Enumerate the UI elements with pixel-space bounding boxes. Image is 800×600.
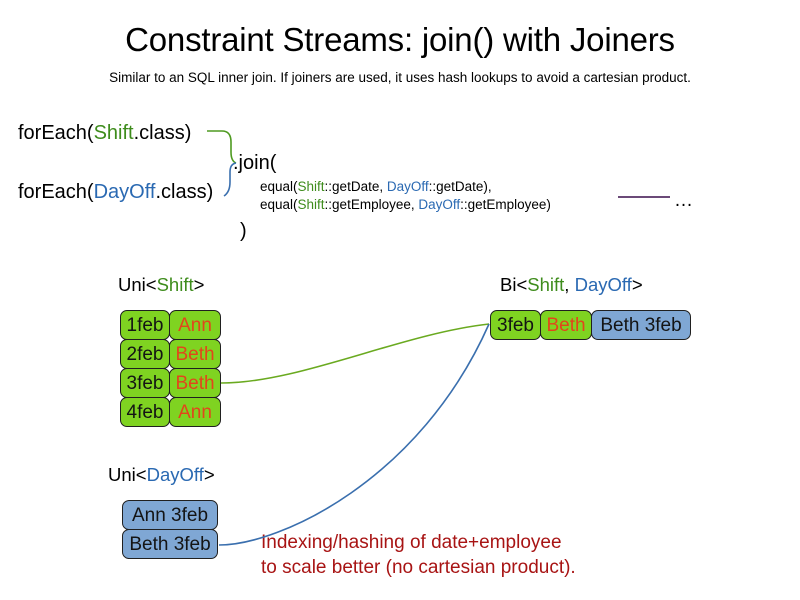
- equal-2-prefix: equal(: [260, 197, 298, 212]
- equal-2-left-type: Shift: [297, 197, 325, 212]
- uni-shift-row-3-date: 4feb: [120, 397, 170, 427]
- code-join-open: .join(: [233, 152, 277, 174]
- foreach-dayoff-suffix: .class): [155, 181, 214, 203]
- foreach-shift-prefix: forEach(: [18, 122, 94, 144]
- equal-2-left-method: ::getEmployee,: [324, 197, 419, 212]
- label-uni-dayoff: Uni<DayOff>: [108, 464, 215, 486]
- foreach-shift-type: Shift: [93, 122, 134, 144]
- bi-label-type-b: DayOff: [574, 274, 632, 295]
- bi-row-dayoff: Beth 3feb: [591, 310, 691, 340]
- foreach-dayoff-prefix: forEach(: [18, 181, 94, 203]
- code-join-close: ): [240, 220, 247, 242]
- code-ellipsis: …: [674, 190, 693, 211]
- annotation-text: Indexing/hashing of date+employee to scal…: [261, 530, 576, 580]
- uni-shift-row-1-employee: Beth: [169, 339, 221, 369]
- annotation-line-2: to scale better (no cartesian product).: [261, 557, 576, 578]
- page-title: Constraint Streams: join() with Joiners: [125, 21, 675, 58]
- equal-1-left-type: Shift: [297, 179, 325, 194]
- uni-dayoff-label-type: DayOff: [146, 464, 204, 485]
- equal-1-prefix: equal(: [260, 179, 298, 194]
- label-bi-shift-dayoff: Bi<Shift, DayOff>: [500, 274, 643, 296]
- uni-shift-row-2-date: 3feb: [120, 368, 170, 398]
- code-foreach-dayoff: forEach(DayOff.class): [18, 180, 213, 204]
- equal-1-left-method: ::getDate,: [324, 179, 387, 194]
- annotation-line-1: Indexing/hashing of date+employee: [261, 532, 562, 553]
- foreach-shift-suffix: .class): [133, 122, 192, 144]
- bi-label-sep: ,: [564, 274, 575, 295]
- uni-dayoff-row-0: Ann 3feb: [122, 500, 218, 530]
- uni-dayoff-label-prefix: Uni<: [108, 464, 147, 485]
- bi-label-suffix: >: [631, 274, 643, 295]
- connector-uni-dayoff-to-bi: [218, 323, 490, 546]
- bi-label-prefix: Bi<: [500, 274, 528, 295]
- equal-2-right-method: ::getEmployee): [460, 197, 551, 212]
- bi-label-type-a: Shift: [527, 274, 565, 295]
- code-equal-line-2: equal(Shift::getEmployee, DayOff::getEmp…: [260, 196, 551, 213]
- code-equal-line-1: equal(Shift::getDate, DayOff::getDate),: [260, 178, 492, 195]
- uni-shift-row-0-date: 1feb: [120, 310, 170, 340]
- bi-row-date: 3feb: [490, 310, 541, 340]
- uni-dayoff-label-suffix: >: [203, 464, 215, 485]
- connector-shift-to-join: [207, 130, 237, 164]
- page-subtitle: Similar to an SQL inner join. If joiners…: [109, 70, 691, 85]
- label-uni-shift: Uni<Shift>: [118, 274, 204, 296]
- uni-shift-label-suffix: >: [193, 274, 205, 295]
- uni-dayoff-row-1: Beth 3feb: [122, 529, 218, 559]
- equal-1-right-method: ::getDate),: [428, 179, 492, 194]
- equal-1-right-type: DayOff: [386, 179, 429, 194]
- uni-shift-row-0-employee: Ann: [169, 310, 221, 340]
- uni-shift-row-2-employee: Beth: [169, 368, 221, 398]
- uni-shift-row-3-employee: Ann: [169, 397, 221, 427]
- connector-uni-shift-to-bi: [220, 323, 490, 384]
- foreach-dayoff-type: DayOff: [93, 181, 156, 203]
- uni-shift-row-1-date: 2feb: [120, 339, 170, 369]
- purple-rule-divider: [618, 196, 670, 198]
- bi-row-employee: Beth: [540, 310, 592, 340]
- uni-shift-label-type: Shift: [156, 274, 194, 295]
- code-foreach-shift: forEach(Shift.class): [18, 121, 191, 145]
- uni-shift-label-prefix: Uni<: [118, 274, 157, 295]
- equal-2-right-type: DayOff: [418, 197, 461, 212]
